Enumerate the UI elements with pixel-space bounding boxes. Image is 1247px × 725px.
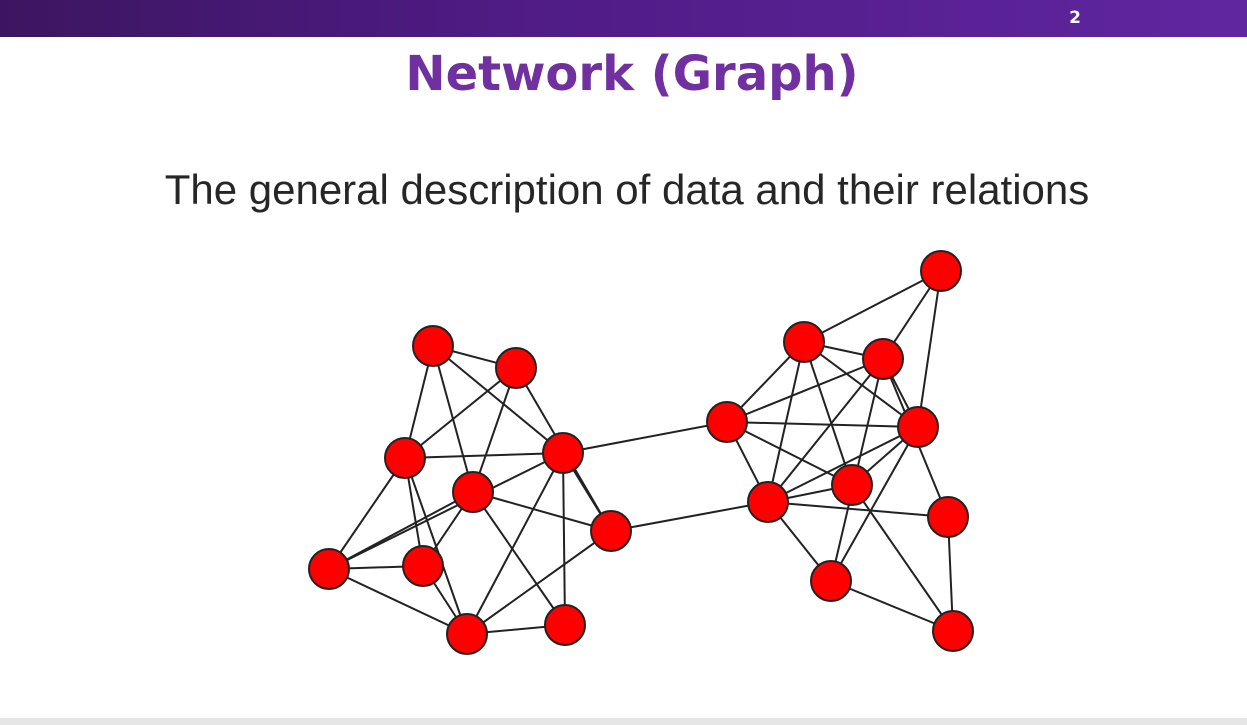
graph-edge-n3-n4	[404, 452, 564, 459]
graph-edge-n8-n16	[610, 501, 769, 532]
graph-edge-n1-n4	[432, 345, 564, 454]
graph-nodes	[308, 250, 974, 655]
slide-title: Network (Graph)	[405, 46, 859, 102]
graph-node-n20	[932, 610, 974, 652]
graph-edge-n15-n16	[767, 426, 919, 503]
graph-edge-n3-n6	[328, 457, 406, 570]
graph-node-n11	[706, 401, 748, 443]
graph-edge-n14-n16	[767, 358, 884, 503]
graph-edge-n5-n10	[472, 491, 566, 626]
graph-node-n16	[747, 481, 789, 523]
graph-edge-n2-n5	[472, 367, 517, 493]
graph-edge-n17-n20	[851, 484, 954, 632]
slide-subtitle: The general description of data and thei…	[164, 166, 1090, 213]
graph-edge-n2-n3	[404, 367, 517, 459]
graph-node-n7	[402, 545, 444, 587]
graph-edge-n8-n9	[466, 530, 612, 635]
header-bar	[0, 0, 1247, 37]
graph-node-n17	[831, 464, 873, 506]
graph-edge-n19-n20	[830, 580, 954, 632]
graph-edge-n5-n6	[328, 491, 474, 570]
graph-edge-n12-n13	[803, 270, 942, 343]
graph-node-n6	[308, 548, 350, 590]
graph-edge-n4-n9	[466, 452, 564, 635]
bottom-strip	[0, 718, 1247, 725]
graph-edge-n5-n8	[472, 491, 612, 532]
graph-edge-n15-n19	[830, 426, 919, 582]
graph-node-n15	[897, 406, 939, 448]
graph-edge-n12-n15	[803, 341, 919, 428]
graph-edge-n12-n17	[803, 341, 853, 486]
graph-node-n8	[590, 510, 632, 552]
graph-node-n9	[446, 613, 488, 655]
page-number: 2	[1069, 8, 1081, 28]
graph-node-n14	[862, 338, 904, 380]
graph-edge-n4-n10	[562, 452, 566, 626]
graph-edge-n4-n6	[328, 452, 564, 570]
graph-edge-n11-n17	[726, 421, 853, 486]
graph-node-n4	[542, 432, 584, 474]
graph-node-n10	[544, 604, 586, 646]
graph-node-n18	[927, 496, 969, 538]
graph-edge-n11-n15	[726, 421, 919, 428]
graph-node-n2	[495, 347, 537, 389]
graph-edge-n12-n16	[767, 341, 805, 503]
graph-node-n5	[452, 471, 494, 513]
graph-edge-n16-n18	[767, 501, 949, 518]
graph-edge-n13-n15	[917, 270, 942, 428]
graph-edge-n6-n9	[328, 568, 468, 635]
graph-node-n12	[783, 321, 825, 363]
graph-node-n1	[412, 325, 454, 367]
graph-node-n13	[920, 250, 962, 292]
graph-node-n19	[810, 560, 852, 602]
graph-edge-n4-n11	[562, 421, 728, 454]
graph-edge-n11-n14	[726, 358, 884, 423]
graph-node-n3	[384, 437, 426, 479]
